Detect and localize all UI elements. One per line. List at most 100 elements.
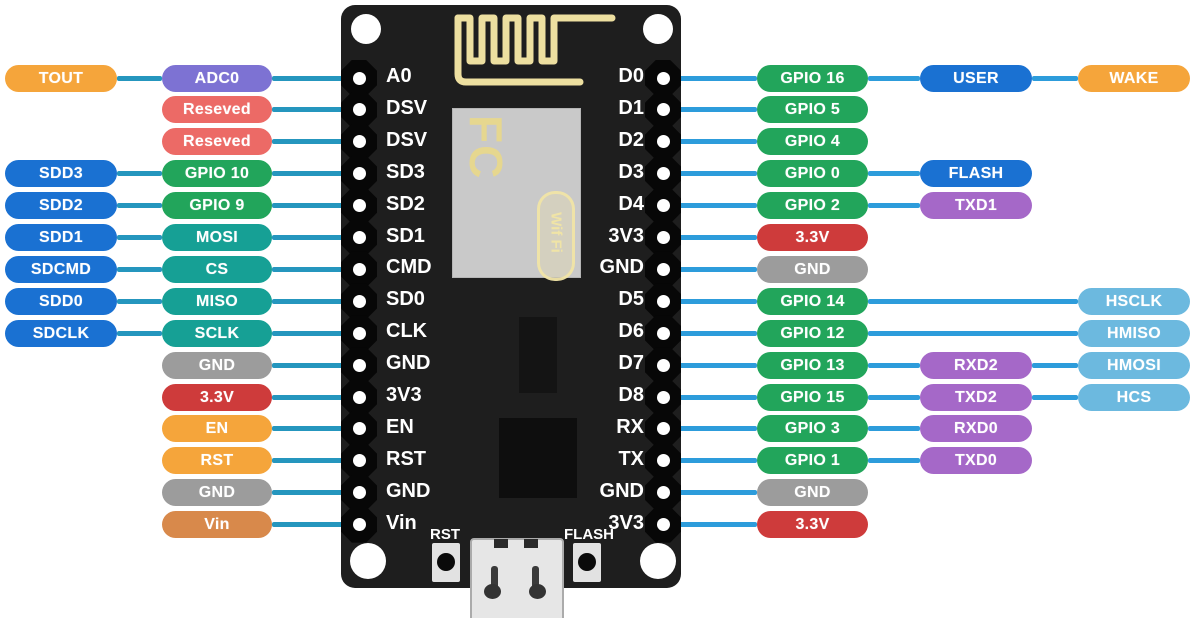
board-pin-label-right: 3V3: [608, 511, 644, 534]
wire-segment: [663, 75, 757, 81]
rst-button-dot: [437, 553, 455, 571]
pin-dot: [352, 294, 366, 308]
board-pin-label-right: D6: [618, 320, 644, 343]
pin-function-pill: SDD2: [5, 192, 117, 220]
pin-dot: [656, 262, 670, 276]
pin-function-pill: GPIO 0: [757, 160, 868, 188]
board-pin-label-left: SD1: [386, 224, 425, 247]
pin-function-pill: GPIO 2: [757, 192, 868, 220]
pin-function-pill: GND: [162, 479, 272, 507]
board-pin-label-left: SD2: [386, 192, 425, 215]
pin-function-pill: MOSI: [162, 224, 272, 251]
pin-function-pill: HMOSI: [1078, 351, 1190, 379]
usb-prong: [491, 566, 498, 593]
pin-function-pill: SCLK: [162, 319, 272, 347]
pin-function-pill: 3.3V: [757, 224, 868, 251]
wire-segment: [663, 266, 757, 272]
flash-button-dot: [578, 553, 596, 571]
pin-right-2: [645, 123, 681, 160]
wire-segment: [272, 203, 359, 209]
rst-button: [432, 543, 460, 582]
pin-right-14: [645, 506, 681, 543]
usb-connector: [470, 538, 564, 618]
pin-function-pill: TXD2: [920, 383, 1032, 411]
pin-right-12: [645, 442, 681, 479]
wire-segment: [663, 394, 757, 400]
pin-dot: [352, 518, 366, 532]
pin-function-pill: HSCLK: [1078, 287, 1190, 315]
pin-right-11: [645, 410, 681, 447]
board-pin-label-right: RX: [616, 415, 644, 438]
wire-segment: [663, 426, 757, 432]
board-pin-label-left: A0: [386, 65, 412, 87]
board-pin-label-right: 3V3: [608, 224, 644, 247]
pin-left-11: [341, 410, 377, 447]
pin-left-13: [341, 474, 377, 511]
pin-function-pill: USER: [920, 64, 1032, 92]
pin-function-pill: GPIO 5: [757, 96, 868, 124]
wire-segment: [117, 75, 162, 81]
pin-function-pill: GND: [162, 351, 272, 379]
pin-right-13: [645, 474, 681, 511]
usb-prong-foot: [484, 584, 501, 599]
pin-left-12: [341, 442, 377, 479]
pin-function-pill: SDD1: [5, 224, 117, 251]
pin-left-4: [341, 187, 377, 224]
wire-segment: [868, 458, 920, 464]
pin-function-pill: Vin: [162, 511, 272, 539]
pin-function-pill: TOUT: [5, 64, 117, 92]
wire-segment: [117, 171, 162, 177]
rst-button-label: RST: [430, 526, 460, 543]
pin-dot: [352, 454, 366, 468]
board-pin-label-right: D7: [618, 352, 644, 375]
pin-dot: [352, 262, 366, 276]
usb-notch: [524, 539, 538, 548]
wire-segment: [117, 330, 162, 336]
pin-left-14: [341, 506, 377, 543]
pin-function-pill: GPIO 1: [757, 447, 868, 475]
wire-segment: [663, 139, 757, 145]
board-pin-label-left: GND: [386, 479, 431, 502]
wire-segment: [272, 330, 359, 336]
wire-segment: [272, 139, 359, 145]
pin-function-pill: RST: [162, 447, 272, 475]
wire-segment: [272, 171, 359, 177]
pin-function-pill: MISO: [162, 287, 272, 315]
pin-dot: [656, 454, 670, 468]
pin-left-1: [341, 91, 377, 128]
wire-segment: [868, 426, 920, 432]
pin-right-10: [645, 379, 681, 415]
usb-prong: [532, 566, 539, 593]
wire-segment: [272, 235, 359, 240]
pin-right-9: [645, 347, 681, 384]
wire-segment: [868, 75, 920, 81]
board-pin-label-right: GND: [599, 479, 644, 502]
wire-segment: [272, 266, 359, 272]
wire-segment: [272, 522, 359, 528]
board-pin-label-left: CLK: [386, 320, 428, 343]
wire-segment: [663, 490, 757, 496]
flash-button: [573, 543, 601, 582]
pin-dot: [656, 326, 670, 340]
flash-button-label: FLASH: [564, 526, 614, 543]
pin-function-pill: GPIO 10: [162, 160, 272, 188]
pin-dot: [352, 231, 366, 244]
pin-left-6: [341, 251, 377, 288]
wire-segment: [272, 458, 359, 464]
wire-segment: [1032, 75, 1078, 81]
board-pin-label-right: D2: [618, 128, 644, 151]
pin-dot: [656, 167, 670, 181]
pin-function-pill: GND: [757, 255, 868, 283]
pin-function-pill: TXD0: [920, 447, 1032, 475]
pin-function-pill: Reseved: [162, 96, 272, 124]
board-pin-label-right: TX: [618, 447, 644, 470]
wire-segment: [272, 107, 359, 113]
pin-right-4: [645, 187, 681, 224]
board-pin-label-left: RST: [386, 447, 426, 470]
wire-segment: [868, 362, 920, 368]
pin-function-pill: GPIO 13: [757, 351, 868, 379]
pin-right-3: [645, 155, 681, 192]
pin-left-9: [341, 347, 377, 384]
pin-dot: [656, 103, 670, 117]
